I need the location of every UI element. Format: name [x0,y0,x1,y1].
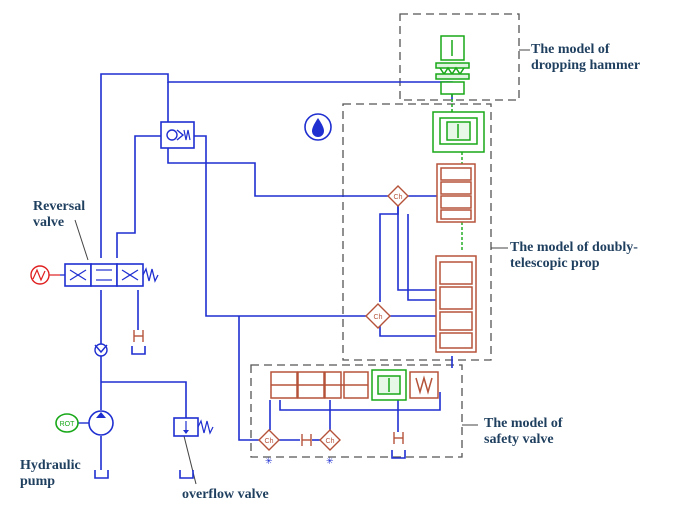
tank-safety [391,450,406,459]
overflow-valve-label: overflow valve [182,487,269,502]
prop-lower-cylinder [435,255,477,353]
dropping-hammer-group [399,13,520,101]
svg-text:✳: ✳ [326,457,334,467]
svg-text:ROT: ROT [60,421,76,428]
dropping-hammer-label-line2: dropping hammer [531,58,641,73]
chamber-safety-right: Ch [319,429,341,451]
prop-label-line2: telescopic prop [510,256,600,271]
hydraulic-pump-label-line2: pump [20,474,56,489]
pump-check-valve [94,343,108,357]
reversal-valve-label-line1: Reversal [33,199,86,214]
motor-icon: ROT [55,413,79,433]
hydraulic-pump-label-line1: Hydraulic [20,458,81,473]
dropping-hammer-symbol [435,35,470,95]
overflow-valve-symbol [173,417,214,437]
svg-text:Ch: Ch [265,438,274,445]
water-drop-icon [304,113,332,141]
safety-valve-label-line2: safety valve [484,432,554,447]
ground-marks: ✳ ✳ [265,457,334,467]
hydraulic-lines [100,73,453,470]
hydraulic-pump-label: Hydraulic pump [20,458,81,490]
prop-group [342,103,492,361]
reversal-valve-label-line2: valve [33,215,65,230]
throttle-reversal [133,330,144,342]
safety-valve-green-block [371,369,407,401]
tank-reversal [131,346,146,355]
actuator-signal-icon [30,265,60,285]
impact-block-symbol [432,111,485,153]
throttle-safety-right [393,432,404,444]
reversal-valve-symbol [60,263,159,287]
throttle-safety-bottom [301,434,312,446]
leader-overflow-valve [182,431,197,485]
chamber-safety-left: Ch [258,429,280,451]
leader-reversal-valve [74,219,89,261]
check-valve [160,121,195,149]
dropping-hammer-label: The model of dropping hammer [531,42,640,74]
safety-valve-assembly [270,371,439,399]
tank-overflow [179,470,194,479]
prop-label-line1: The model of doubly- [510,240,638,255]
svg-text:Ch: Ch [326,438,335,445]
dropping-hammer-label-line1: The model of [531,42,610,57]
safety-valve-group [250,364,463,458]
safety-valve-label-line1: The model of [484,416,563,431]
prop-label: The model of doubly- telescopic prop [510,240,638,272]
chamber-upper: Ch [387,185,409,207]
svg-text:Ch: Ch [374,314,383,321]
tank-pump [94,470,109,479]
reversal-valve-label: Reversal valve [33,199,85,231]
chamber-lower: Ch [365,303,391,329]
svg-text:Ch: Ch [394,194,403,201]
prop-upper-cylinder [436,163,476,223]
hydraulic-pump-symbol [78,410,114,436]
svg-text:✳: ✳ [265,457,273,467]
safety-valve-label: The model of safety valve [484,416,563,448]
